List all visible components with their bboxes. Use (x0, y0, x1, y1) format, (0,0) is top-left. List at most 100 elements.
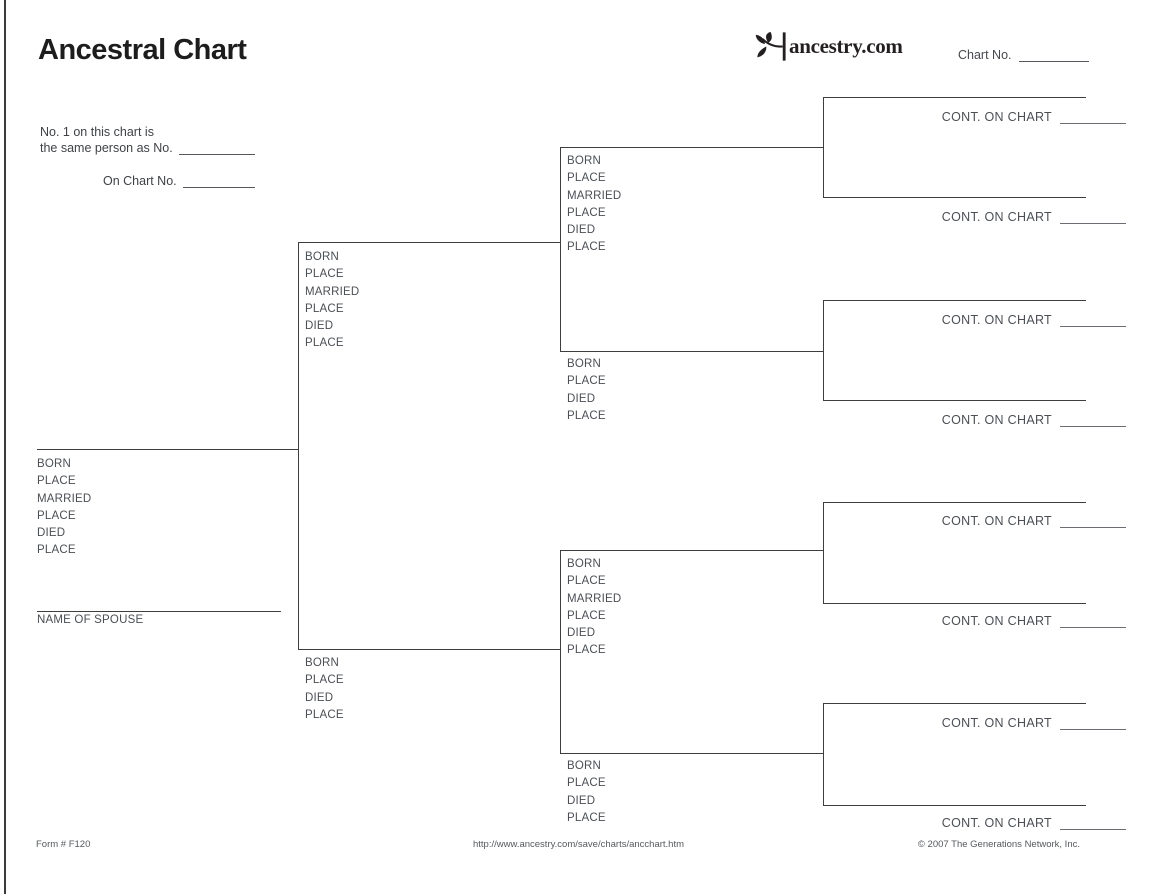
cont-on-chart-label: CONT. ON CHART (941, 413, 1052, 427)
maternal-grandmother-fields: BORN PLACE DIED PLACE (567, 758, 606, 827)
field-label-born: BORN (37, 458, 72, 470)
cont-chart-no-field-1[interactable] (1060, 110, 1126, 124)
cont-on-chart-row-7: CONT. ON CHART (942, 716, 1126, 730)
great-grandparents-bracket-2 (823, 300, 825, 401)
father-name-line[interactable] (298, 242, 561, 244)
intro-line-1: No. 1 on this chart is (40, 125, 154, 139)
field-label-died: DIED (567, 224, 596, 237)
field-label-died: DIED (567, 794, 596, 807)
field-label-place: PLACE (567, 409, 606, 422)
cont-on-chart-row-3: CONT. ON CHART (942, 313, 1126, 327)
field-label-born: BORN (567, 760, 602, 772)
cont-on-chart-row-6: CONT. ON CHART (942, 614, 1126, 628)
cont-on-chart-label: CONT. ON CHART (941, 614, 1052, 628)
field-label-place: PLACE (37, 509, 76, 522)
maternal-grandmother-name-line[interactable] (560, 753, 824, 755)
cont-chart-no-field-3[interactable] (1060, 313, 1126, 327)
field-label-place: PLACE (567, 375, 606, 388)
footer-copyright: © 2007 The Generations Network, Inc. (917, 839, 1080, 850)
great-grandparents-bracket-4 (823, 703, 825, 806)
same-person-no-field[interactable] (178, 141, 255, 155)
mother-fields: BORN PLACE DIED PLACE (305, 655, 344, 724)
field-label-place: PLACE (567, 575, 606, 588)
maternal-gen3-connector-line (560, 550, 562, 754)
field-label-place: PLACE (567, 172, 606, 185)
gen2-connector-line (298, 242, 300, 650)
ancestry-logo: ancestry.com (755, 31, 903, 62)
intro-line-2: the same person as No. (40, 141, 255, 155)
maternal-grandfather-fields: BORN PLACE MARRIED PLACE DIED PLACE (567, 556, 621, 660)
chart-no-field[interactable] (1018, 48, 1089, 62)
great-grandparent-name-line-2[interactable] (823, 197, 1086, 199)
great-grandparents-bracket-1 (823, 97, 825, 198)
field-label-place: PLACE (567, 811, 606, 824)
cont-chart-no-field-7[interactable] (1060, 716, 1126, 730)
paternal-gen3-connector-line (560, 147, 562, 352)
field-label-place: PLACE (37, 475, 76, 488)
cont-on-chart-label: CONT. ON CHART (941, 110, 1052, 124)
chart-no-row: Chart No. (958, 48, 1089, 62)
footer-form-number: Form # F120 (36, 839, 91, 850)
ancestry-leaf-icon (755, 31, 787, 62)
chart-no-label: Chart No. (958, 48, 1012, 62)
field-label-place: PLACE (567, 609, 606, 622)
cont-chart-no-field-5[interactable] (1060, 514, 1126, 528)
cont-on-chart-row-8: CONT. ON CHART (942, 816, 1126, 830)
person1-fields: BORN PLACE MARRIED PLACE DIED PLACE (37, 456, 91, 560)
spouse-name-line[interactable] (37, 611, 281, 613)
on-chart-no-field[interactable] (182, 174, 255, 188)
field-label-born: BORN (305, 251, 340, 263)
great-grandparent-name-line-4[interactable] (823, 400, 1086, 402)
ancestry-brand-text: ancestry.com (789, 34, 903, 58)
field-label-died: DIED (305, 691, 334, 704)
on-chart-no-label: On Chart No. (103, 174, 177, 188)
mother-name-line[interactable] (298, 649, 561, 651)
cont-chart-no-field-8[interactable] (1060, 816, 1126, 830)
field-label-place: PLACE (305, 337, 344, 350)
spouse-label: NAME OF SPOUSE (37, 614, 144, 626)
field-label-died: DIED (567, 627, 596, 640)
great-grandparent-name-line-3[interactable] (823, 300, 1086, 302)
father-fields: BORN PLACE MARRIED PLACE DIED PLACE (305, 249, 359, 353)
cont-on-chart-label: CONT. ON CHART (941, 514, 1052, 528)
cont-on-chart-row-5: CONT. ON CHART (942, 514, 1126, 528)
cont-on-chart-label: CONT. ON CHART (941, 313, 1052, 327)
cont-chart-no-field-6[interactable] (1060, 614, 1126, 628)
great-grandparent-name-line-7[interactable] (823, 703, 1086, 705)
intro-line-3: On Chart No. (103, 174, 255, 188)
person1-name-line[interactable] (37, 449, 298, 451)
field-label-place: PLACE (305, 674, 344, 687)
field-label-born: BORN (567, 558, 602, 570)
maternal-grandfather-name-line[interactable] (560, 550, 824, 552)
field-label-place: PLACE (567, 206, 606, 219)
cont-on-chart-row-4: CONT. ON CHART (942, 413, 1126, 427)
field-label-born: BORN (305, 657, 340, 669)
cont-chart-no-field-4[interactable] (1060, 413, 1126, 427)
cont-on-chart-label: CONT. ON CHART (941, 210, 1052, 224)
field-label-died: DIED (37, 527, 66, 540)
paternal-grandfather-name-line[interactable] (560, 147, 824, 149)
cont-on-chart-label: CONT. ON CHART (941, 716, 1052, 730)
cont-on-chart-row-1: CONT. ON CHART (942, 110, 1126, 124)
field-label-place: PLACE (567, 644, 606, 657)
great-grandparent-name-line-1[interactable] (823, 97, 1086, 99)
great-grandparent-name-line-8[interactable] (823, 805, 1086, 807)
cont-on-chart-row-2: CONT. ON CHART (942, 210, 1126, 224)
great-grandparent-name-line-5[interactable] (823, 502, 1086, 504)
cont-chart-no-field-2[interactable] (1060, 210, 1126, 224)
field-label-place: PLACE (567, 777, 606, 790)
field-label-place: PLACE (305, 708, 344, 721)
field-label-place: PLACE (37, 544, 76, 557)
field-label-died: DIED (567, 392, 596, 405)
field-label-married: MARRIED (305, 285, 360, 298)
paternal-grandmother-name-line[interactable] (560, 351, 824, 353)
field-label-born: BORN (567, 358, 602, 370)
paternal-grandmother-fields: BORN PLACE DIED PLACE (567, 356, 606, 425)
great-grandparent-name-line-6[interactable] (823, 603, 1086, 605)
field-label-place: PLACE (305, 268, 344, 281)
field-label-married: MARRIED (567, 189, 622, 202)
page-left-border (4, 0, 6, 894)
page-title: Ancestral Chart (38, 34, 247, 66)
paternal-grandfather-fields: BORN PLACE MARRIED PLACE DIED PLACE (567, 153, 621, 257)
